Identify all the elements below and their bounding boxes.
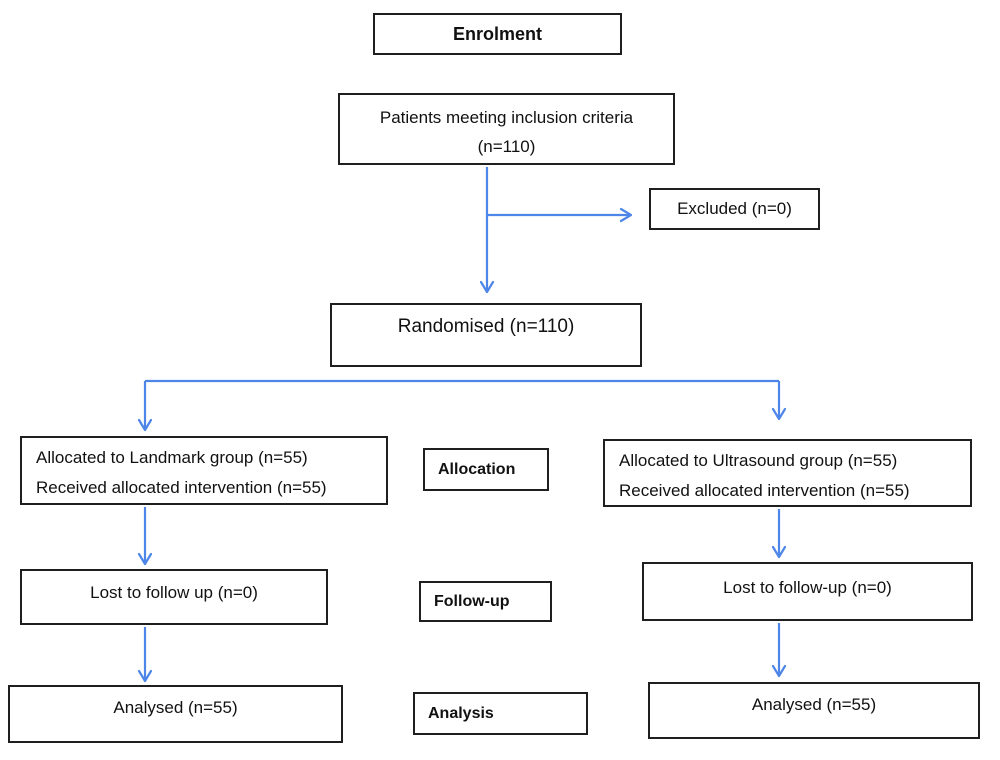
allocated-ultrasound-line2: Received allocated intervention (n=55): [619, 481, 910, 500]
randomised-box: Randomised (n=110): [330, 303, 642, 367]
lost-followup-ultrasound-box: Lost to follow-up (n=0): [642, 562, 973, 621]
inclusion-criteria-box: Patients meeting inclusion criteria (n=1…: [338, 93, 675, 165]
excluded-label: Excluded (n=0): [677, 199, 792, 219]
excluded-box: Excluded (n=0): [649, 188, 820, 230]
inclusion-criteria-line2: (n=110): [477, 137, 536, 156]
lost-followup-landmark-box: Lost to follow up (n=0): [20, 569, 328, 625]
followup-stage-box: Follow-up: [419, 581, 552, 622]
inclusion-criteria-line1: Patients meeting inclusion criteria: [379, 108, 634, 127]
analysis-stage-box: Analysis: [413, 692, 588, 735]
allocated-landmark-line1: Allocated to Landmark group (n=55): [36, 448, 308, 467]
allocated-landmark-box: Allocated to Landmark group (n=55) Recei…: [20, 436, 388, 505]
allocated-ultrasound-box: Allocated to Ultrasound group (n=55) Rec…: [603, 439, 972, 507]
allocated-landmark-line2: Received allocated intervention (n=55): [36, 478, 327, 497]
enrolment-label: Enrolment: [452, 23, 542, 44]
allocated-ultrasound-line1: Allocated to Ultrasound group (n=55): [619, 451, 898, 470]
allocation-stage-box: Allocation: [423, 448, 549, 491]
analysis-stage-label: Analysis: [428, 704, 494, 722]
analysed-landmark-label: Analysed (n=55): [113, 698, 238, 718]
analysed-landmark-box: Analysed (n=55): [8, 685, 343, 743]
allocation-stage-label: Allocation: [438, 460, 516, 478]
lost-followup-landmark-label: Lost to follow up (n=0): [90, 583, 258, 603]
followup-stage-label: Follow-up: [434, 592, 510, 610]
analysed-ultrasound-label: Analysed (n=55): [751, 694, 877, 714]
randomised-label: Randomised (n=110): [397, 316, 575, 338]
analysed-ultrasound-box: Analysed (n=55): [648, 682, 980, 739]
lost-followup-ultrasound-label: Lost to follow-up (n=0): [723, 577, 892, 597]
enrolment-box: Enrolment: [373, 13, 622, 55]
